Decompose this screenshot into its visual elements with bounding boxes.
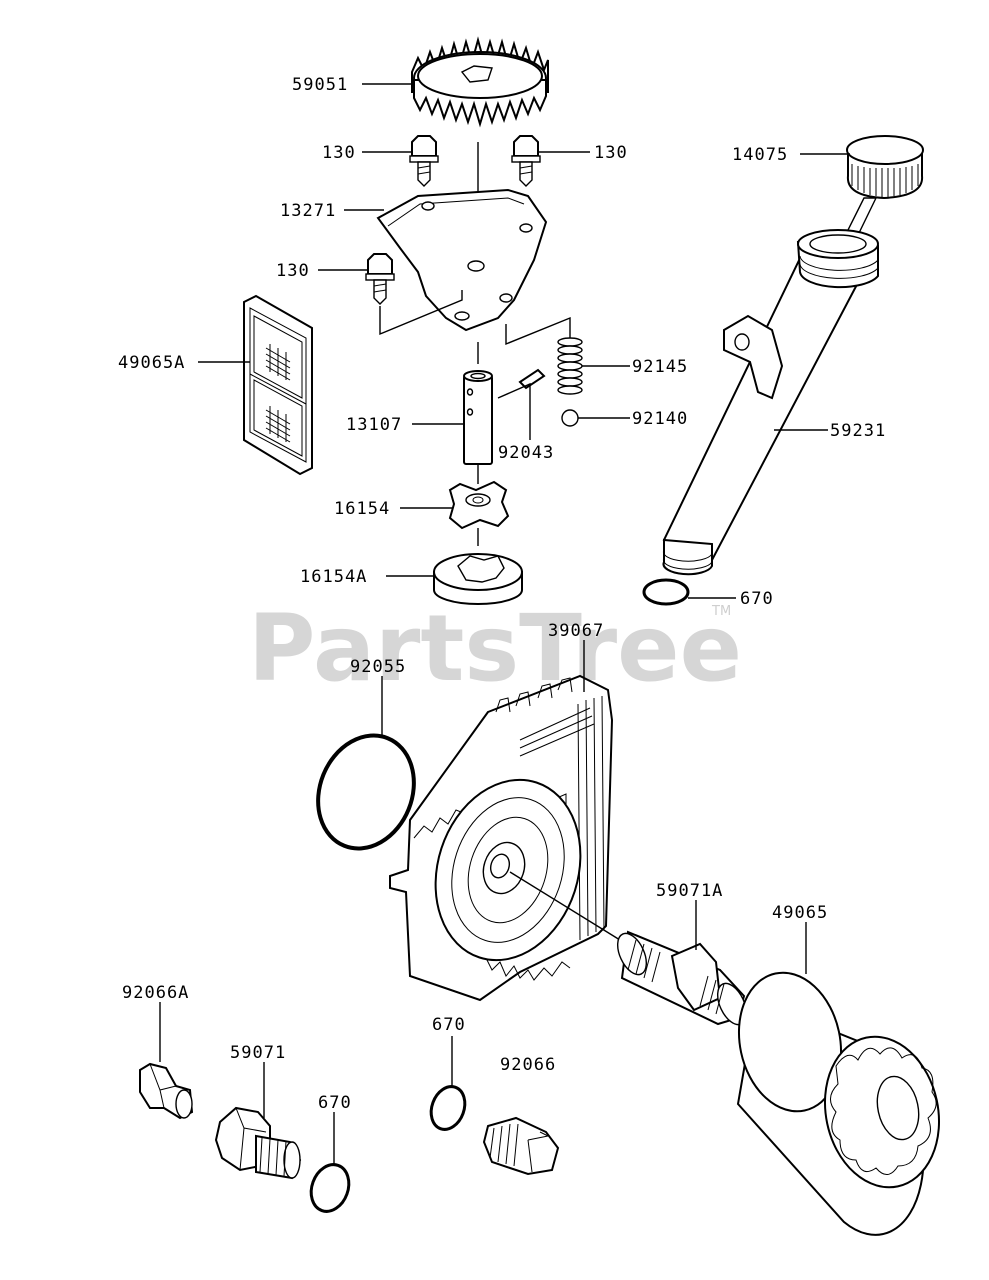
label-nipple-A: 59071A — [656, 881, 723, 901]
watermark: PartsTree — [248, 595, 742, 702]
label-spring: 92145 — [632, 357, 688, 377]
pump-plate-part[interactable] — [376, 188, 548, 332]
label-cap: 14075 — [732, 145, 788, 165]
label-oring-pipe: 670 — [740, 589, 774, 609]
oil-filter-part[interactable] — [727, 963, 953, 1236]
filler-pipe-part[interactable] — [662, 229, 879, 576]
gasket-part[interactable] — [302, 721, 431, 863]
bolt-left-part[interactable] — [409, 135, 439, 187]
watermark-tm: TM — [711, 604, 731, 619]
label-bolt-right: 130 — [594, 143, 628, 163]
label-bolt-mid: 130 — [276, 261, 310, 281]
label-oring-mid: 670 — [432, 1015, 466, 1035]
oring-pipe-part[interactable] — [642, 578, 690, 606]
bolt-right-part[interactable] — [511, 135, 541, 187]
oring-left-part[interactable] — [305, 1159, 355, 1216]
label-ball: 92140 — [632, 409, 688, 429]
label-nipple: 59071 — [230, 1043, 286, 1063]
oil-cooler-part[interactable] — [389, 674, 621, 1002]
label-plate: 13271 — [280, 201, 336, 221]
label-cooler: 39067 — [548, 621, 604, 641]
label-gear: 59051 — [292, 75, 348, 95]
label-screen: 49065A — [118, 353, 185, 373]
label-plug: 92066 — [500, 1055, 556, 1075]
label-outer-rotor: 16154A — [300, 567, 367, 587]
plug-part[interactable] — [482, 1116, 560, 1176]
label-gasket: 92055 — [350, 657, 406, 677]
label-shaft: 13107 — [346, 415, 402, 435]
label-filler-pipe: 59231 — [830, 421, 886, 441]
label-bolt-left: 130 — [322, 143, 356, 163]
plug-A-part[interactable] — [139, 1062, 194, 1120]
label-pin: 92043 — [498, 443, 554, 463]
oil-screen-part[interactable] — [243, 294, 313, 476]
label-oring-left: 670 — [318, 1093, 352, 1113]
oring-mid-part[interactable] — [425, 1082, 470, 1134]
label-plug-A: 92066A — [122, 983, 189, 1003]
gear-part[interactable] — [411, 36, 549, 128]
nipple-part[interactable] — [214, 1106, 302, 1180]
nipple-A-part[interactable] — [612, 929, 752, 1029]
bolt-mid-part[interactable] — [365, 253, 395, 305]
inner-rotor-part[interactable] — [448, 480, 510, 530]
ball-part[interactable] — [561, 409, 579, 427]
spring-part[interactable] — [557, 337, 583, 395]
outer-rotor-part[interactable] — [433, 553, 523, 605]
label-oil-filter: 49065 — [772, 903, 828, 923]
pin-part[interactable] — [518, 368, 546, 390]
label-inner-rotor: 16154 — [334, 499, 390, 519]
shaft-part[interactable] — [463, 370, 493, 465]
